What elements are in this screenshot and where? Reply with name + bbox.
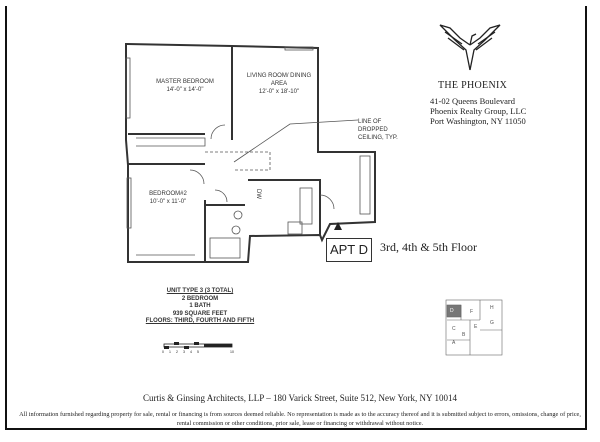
unit-type: UNIT TYPE 3 (3 TOTAL) xyxy=(166,288,234,294)
apartment-label: APT D xyxy=(326,238,372,262)
key-label: B xyxy=(462,332,466,338)
dishwasher-label: DW xyxy=(255,189,261,199)
scale-tick: 0 xyxy=(162,350,164,354)
key-label: F xyxy=(470,309,474,315)
scale-tick: 4 xyxy=(190,350,192,354)
disclaimer: All information furnished regarding prop… xyxy=(19,411,581,427)
room-name: LIVING ROOM/ DINING AREA xyxy=(246,73,312,87)
window-top xyxy=(284,46,314,51)
address-line: Port Washington, NY 11050 xyxy=(430,116,526,126)
closet-entry xyxy=(359,155,371,215)
scale-tick: 1 xyxy=(169,350,171,354)
dropped-ceiling-note: LINE OF DROPPED CEILING, TYP. xyxy=(358,119,398,141)
phoenix-logo xyxy=(439,24,501,71)
unit-info: UNIT TYPE 3 (3 TOTAL) 2 BEDROOM 1 BATH 9… xyxy=(130,288,270,326)
entry-arrow-icon xyxy=(334,222,342,230)
room-size: 14'-0" x 14'-0" xyxy=(166,87,204,93)
scale-tick: 3 xyxy=(183,350,185,354)
page-border xyxy=(5,6,587,430)
exterior-walls xyxy=(125,42,376,263)
room-bedroom-2: BEDROOM#2 10'-0" x 11'-0" xyxy=(138,190,198,206)
key-plan-labels: A B C D E F G H xyxy=(446,300,502,355)
architect-credit: Curtis & Ginsing Architects, LLP – 180 V… xyxy=(143,393,457,403)
room-size: 10'-0" x 11'-0" xyxy=(149,199,187,205)
key-label: C xyxy=(452,326,456,332)
interior-wall-bath xyxy=(204,200,245,262)
interior-wall-bedroom-divider xyxy=(128,133,205,165)
unit-baths: 1 BATH xyxy=(189,303,211,309)
scale-bar xyxy=(163,342,233,349)
scale-tick: 10 xyxy=(230,350,234,354)
interior-wall-kitchen xyxy=(248,179,321,235)
tub xyxy=(209,237,241,259)
note-leader xyxy=(233,119,359,163)
key-plan xyxy=(445,299,503,356)
unit-floors: FLOORS: THIRD, FOURTH AND FIFTH xyxy=(145,318,255,324)
counter xyxy=(299,187,313,225)
key-label: G xyxy=(490,320,494,326)
door-swing xyxy=(189,124,335,210)
range xyxy=(287,221,303,235)
key-label-highlighted: D xyxy=(450,308,454,314)
key-label: A xyxy=(452,340,456,346)
key-label: H xyxy=(490,305,494,311)
room-size: 12'-0" x 18'-10" xyxy=(258,89,300,95)
room-master-bedroom: MASTER BEDROOM 14'-0" x 14'-0" xyxy=(140,78,230,94)
room-living-dining: LIVING ROOM/ DINING AREA 12'-0" x 18'-10… xyxy=(244,72,314,96)
window-left xyxy=(125,57,131,119)
scale-tick: 5 xyxy=(197,350,199,354)
address-line: 41-02 Queens Boulevard xyxy=(430,96,515,106)
address-line: Phoenix Realty Group, LLC xyxy=(430,106,527,116)
room-name: MASTER BEDROOM xyxy=(156,79,214,85)
closet-master xyxy=(136,137,206,147)
key-label: E xyxy=(474,324,478,330)
floors-label: 3rd, 4th & 5th Floor xyxy=(380,240,478,254)
window-bed2 xyxy=(126,177,132,229)
brand-name: THE PHOENIX xyxy=(438,80,508,91)
sink xyxy=(231,225,241,235)
unit-bedrooms: 2 BEDROOM xyxy=(181,295,219,302)
room-name: BEDROOM#2 xyxy=(149,191,187,197)
scale-tick: 2 xyxy=(176,350,178,354)
dropped-ceiling-line xyxy=(205,151,271,171)
toilet xyxy=(233,210,243,220)
unit-area: 939 SQUARE FEET xyxy=(172,310,228,317)
